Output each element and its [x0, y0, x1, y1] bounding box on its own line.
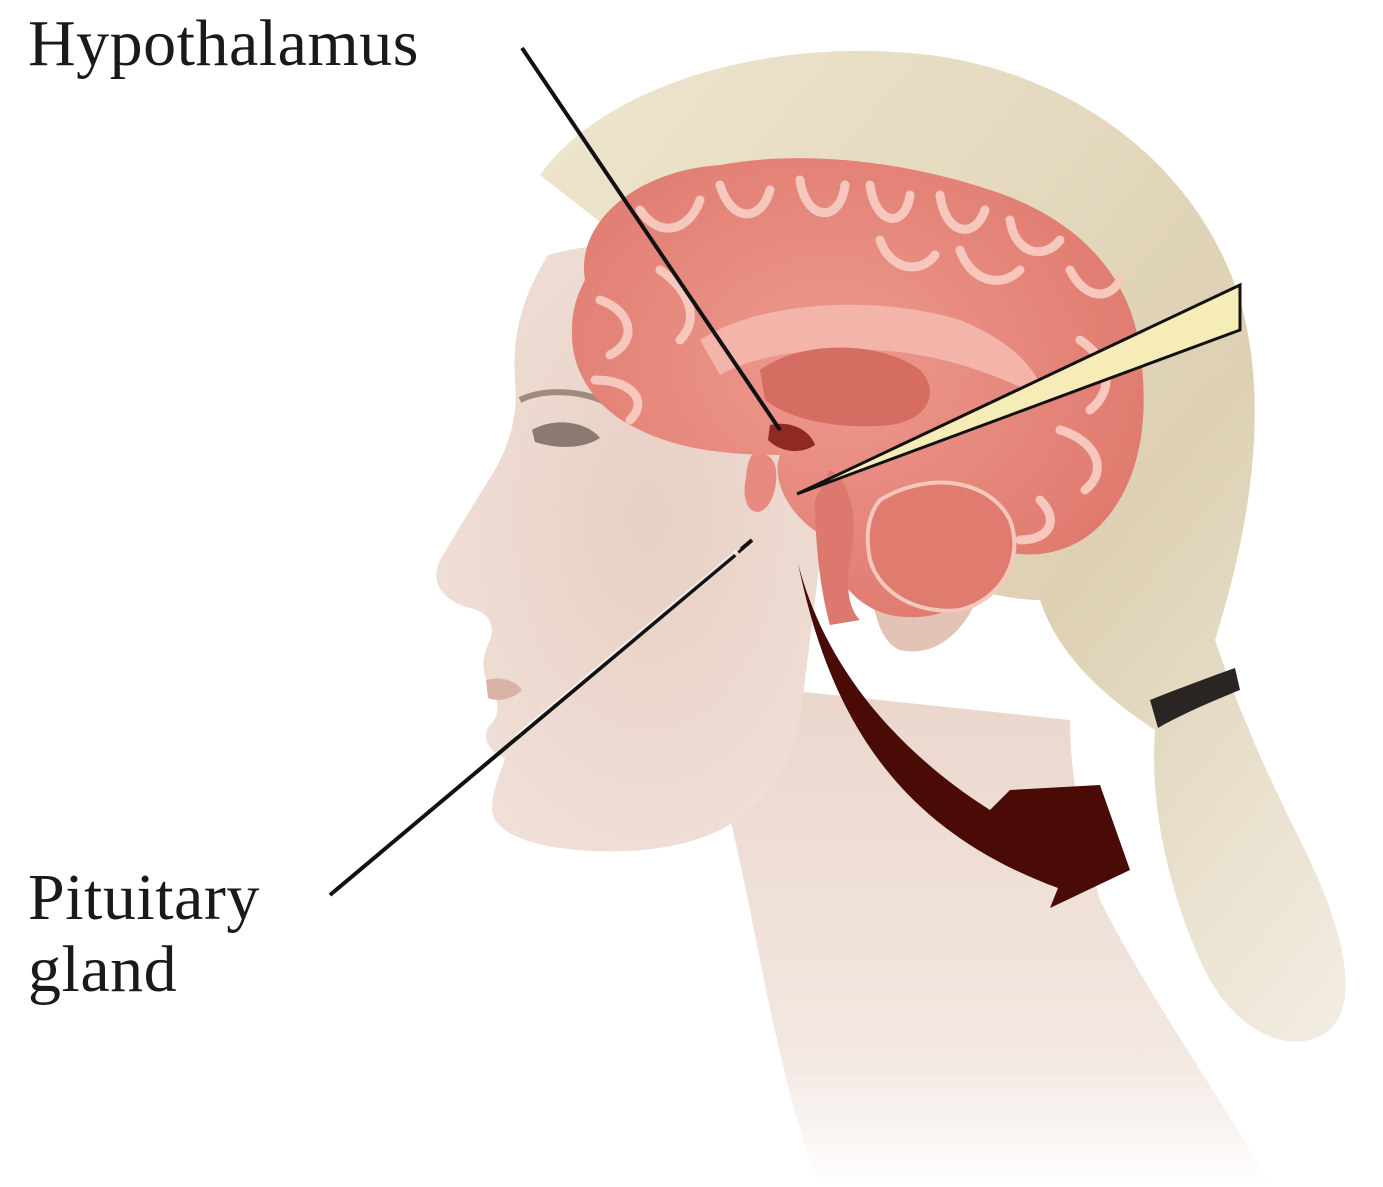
pituitary-label-line2: gland [28, 934, 260, 1006]
pituitary-label-line1: Pituitary [28, 862, 260, 934]
pituitary-gland-label: Pituitary gland [28, 862, 260, 1006]
cerebellum [868, 483, 1015, 611]
hypothalamus-label: Hypothalamus [28, 8, 419, 80]
